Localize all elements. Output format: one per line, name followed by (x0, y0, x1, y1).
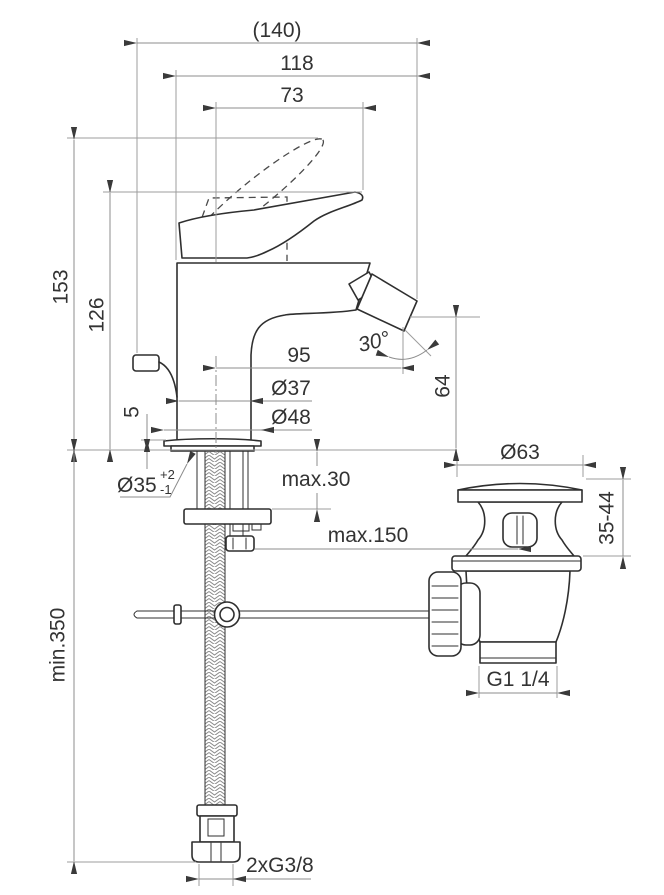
pop-up-rod-group (133, 601, 430, 628)
label-overall-depth: (140) (252, 19, 301, 42)
braided-hose (205, 452, 225, 806)
waste-slot (502, 512, 538, 548)
label-deck-thickness: max.30 (282, 468, 351, 491)
label-height-handle-up: 153 (50, 269, 73, 304)
label-hole-tol-plus: +2 (160, 467, 175, 482)
dimension-annotations: (140) 118 73 153 126 95 30° 64 Ø37 Ø48 5… (47, 19, 631, 886)
angle-arc-30 (375, 339, 440, 360)
label-hose-min-length: min.350 (47, 608, 70, 683)
spray-head (356, 273, 418, 332)
label-spout-angle: 30° (356, 327, 392, 357)
hose-side-fitting (225, 535, 255, 552)
label-spout-reach: 95 (287, 344, 310, 367)
label-outlet-height: 64 (432, 374, 455, 398)
leader-d35 (120, 451, 196, 498)
label-hole-diameter: Ø35 (117, 474, 157, 497)
rod-joint-inner (219, 606, 235, 623)
rod-end-cap (133, 610, 138, 619)
waste-tailpiece (479, 641, 557, 664)
pop-up-knob (132, 354, 160, 372)
waste-lower-flange (451, 555, 582, 572)
waste-lower-body (465, 570, 571, 643)
hose-nut (191, 841, 241, 863)
label-body-diameter: Ø37 (271, 377, 311, 400)
supply-hose-group (183, 450, 272, 863)
handle-raised-dashed (187, 138, 325, 250)
rod-joint-outer (213, 601, 241, 628)
base-flange-upper (163, 437, 262, 447)
rod-collar (173, 604, 182, 625)
label-waste-thread: G1 1/4 (486, 668, 549, 691)
label-hole-tol-minus: -1 (160, 482, 172, 497)
pop-up-knob-rod (158, 361, 178, 398)
faucet-group (132, 138, 418, 452)
handle-lever (178, 191, 364, 259)
label-hose-thread: 2xG3/8 (246, 854, 314, 877)
label-waste-flange-diameter: Ø63 (500, 441, 540, 464)
waste-plug-top (457, 482, 583, 491)
label-base-diameter: Ø48 (271, 406, 311, 429)
hose-end-fitting (191, 804, 241, 863)
label-body-depth: 118 (280, 52, 313, 75)
label-waste-height-range: 35-44 (596, 491, 619, 545)
faucet-body (176, 262, 371, 441)
label-handle-projection: 73 (280, 84, 303, 107)
knurled-nut (428, 571, 462, 657)
waste-flange (457, 489, 583, 503)
label-base-height: 5 (121, 406, 144, 418)
label-rod-reach: max.150 (328, 524, 409, 547)
pop-up-waste-group (428, 482, 583, 664)
label-height-handle-down: 126 (86, 297, 109, 332)
mounting-washer (183, 508, 272, 525)
